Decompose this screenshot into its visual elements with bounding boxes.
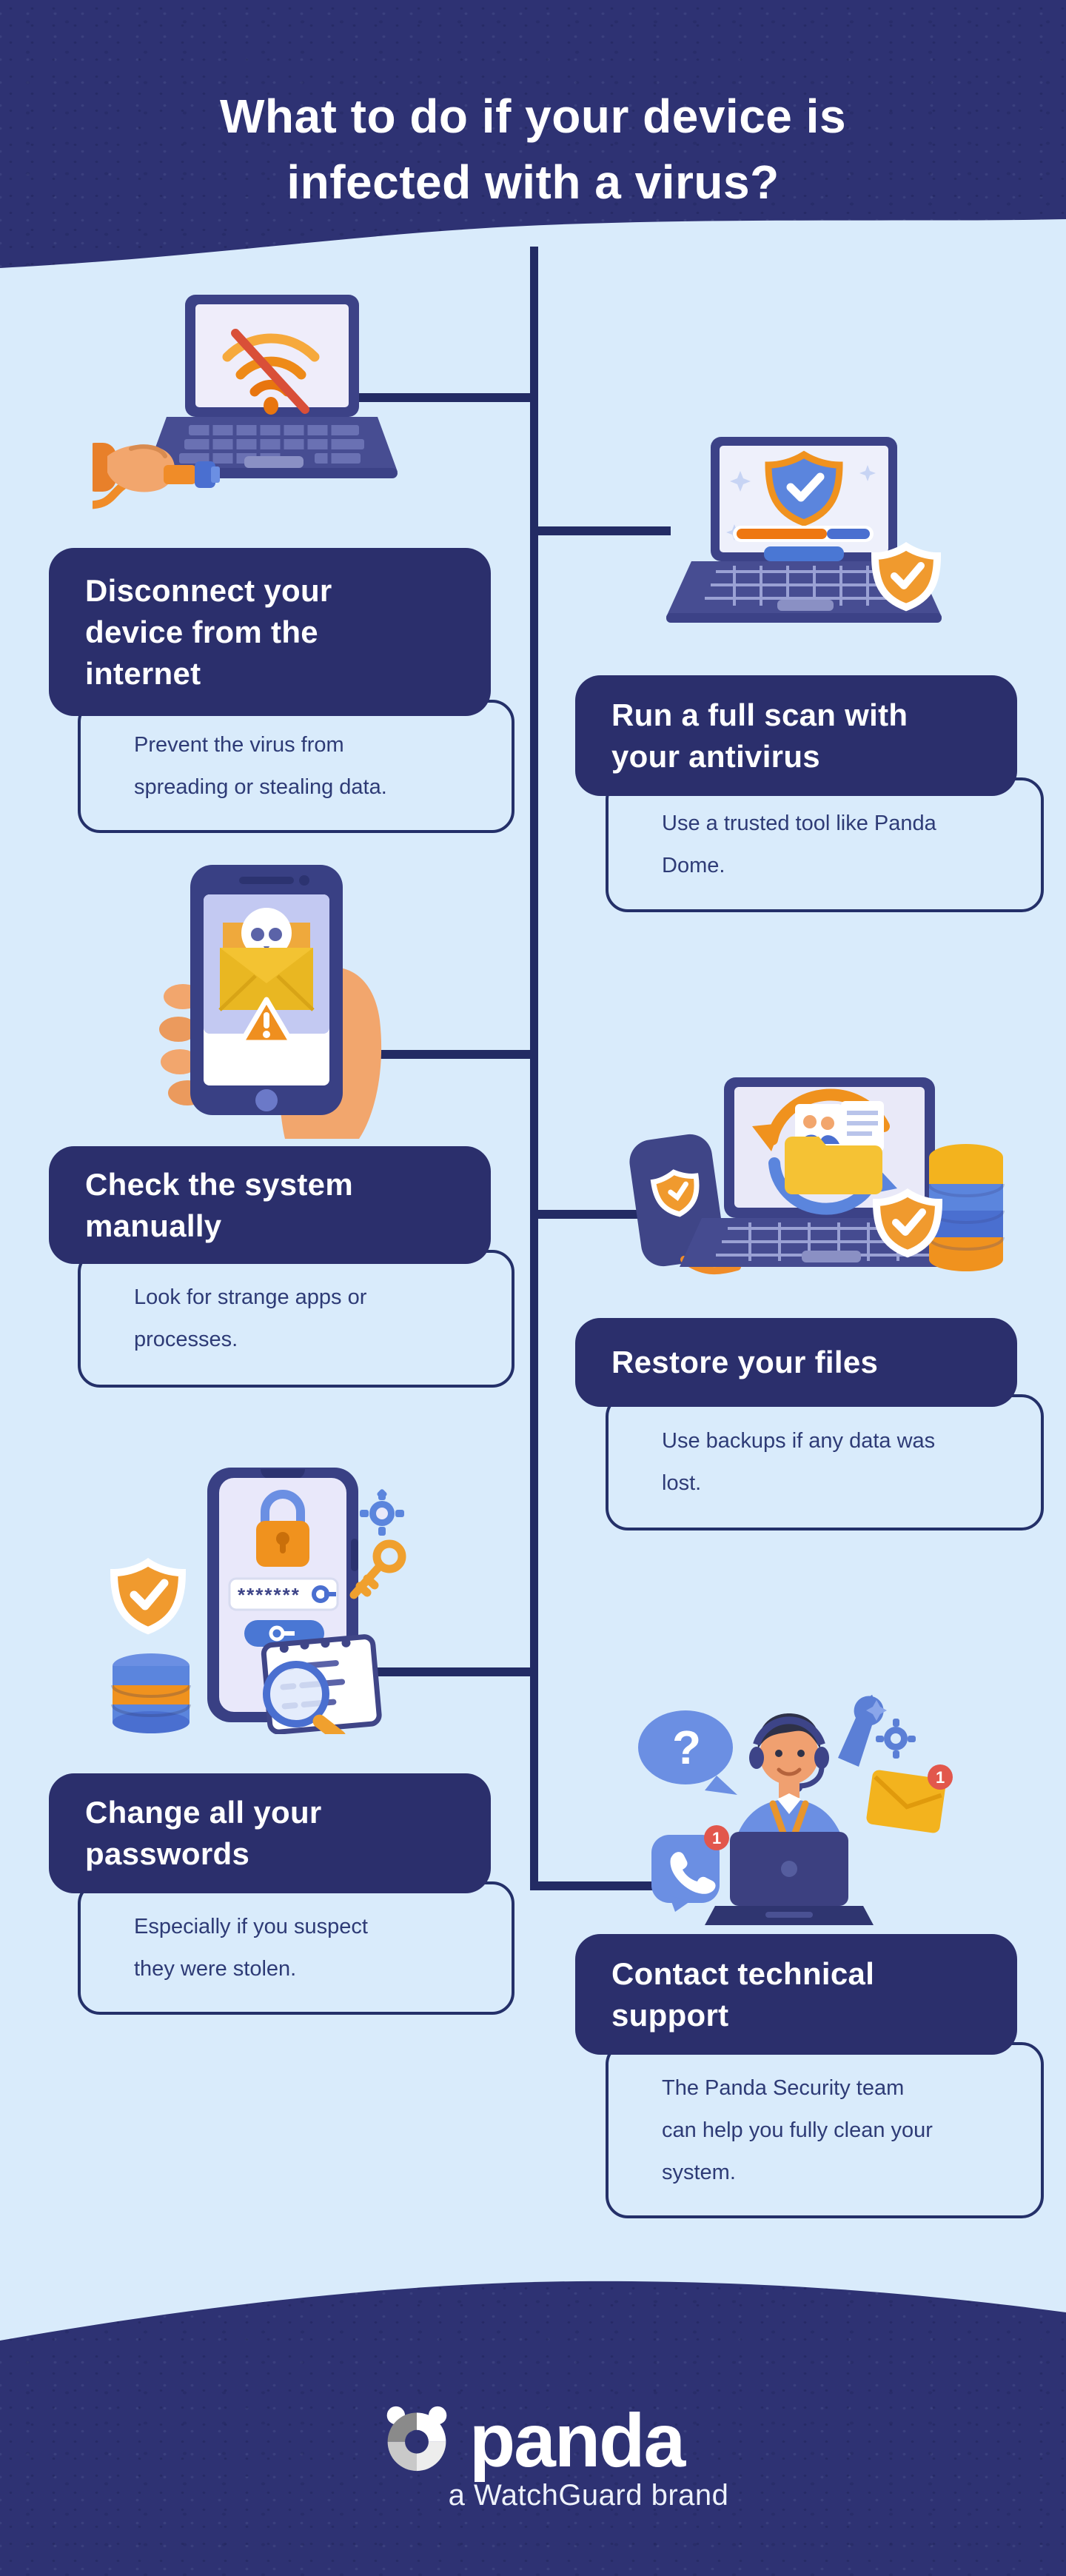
password-field: ******* [228,1577,339,1611]
step4-note-box: Use backups if any data was lost. [606,1394,1044,1530]
flow-connector-step2 [530,526,671,535]
phone-malware-illustration [159,865,382,1139]
flow-spine-line [530,247,538,1890]
laptop-icon [705,1832,874,1925]
antivirus-scan-illustration [666,437,942,623]
phone-chat-icon: 1 [651,1825,729,1912]
step5-body: Especially if you suspect they were stol… [134,1915,368,1981]
panda-logo-icon [386,2406,447,2472]
step2-note-box: Use a trusted tool like Panda Dome. [606,777,1044,912]
step3-heading: Check the system manually [85,1166,353,1243]
flow-connector-step6 [530,1881,689,1890]
shield-check-icon [765,450,843,526]
flow-connector-step4 [530,1210,637,1219]
change-passwords-illustration: ******* [110,1468,406,1734]
svg-text:1: 1 [936,1768,945,1787]
checklist-magnifier-icon [261,1634,382,1734]
step5-heading: Change all your passwords [85,1795,322,1871]
question-bubble-icon: ? [638,1710,737,1795]
email-alert-icon: 1 [866,1764,953,1833]
step6-note-box: The Panda Security team can help you ful… [606,2042,1044,2218]
brand-wordmark: panda [469,2398,685,2483]
scan-button [764,546,844,561]
key-icon [349,1539,406,1599]
support-agent-illustration: ? 1 1 [638,1694,953,1925]
padlock-icon [256,1490,309,1567]
shield-badge-icon [871,542,942,612]
shield-check-icon [110,1557,187,1635]
step2-body: Use a trusted tool like Panda Dome. [662,812,936,877]
warning-triangle-icon [238,997,295,1046]
no-wifi-icon [222,329,320,415]
step5-heading-card: Change all your passwords [49,1773,491,1893]
step6-heading: Contact technical support [611,1956,875,2033]
brand-tagline: a WatchGuard brand [448,2479,729,2512]
wrench-gear-icon [838,1694,916,1767]
coins-stack-icon [111,1653,191,1733]
svg-text:1: 1 [712,1829,721,1847]
svg-text:?: ? [672,1721,701,1774]
step4-heading-card: Restore your files [575,1318,1017,1407]
step1-note-box: Prevent the virus from spreading or stea… [78,700,514,833]
step1-heading: Disconnect your device from the internet [85,572,332,691]
footer-banner [0,2280,1066,2576]
step3-body: Look for strange apps or processes. [134,1285,367,1351]
shield-check-icon [872,1188,943,1258]
step6-heading-card: Contact technical support [575,1934,1017,2055]
step1-body: Prevent the virus from spreading or stea… [134,733,387,799]
header-banner [0,0,1066,275]
restore-files-illustration [629,1077,1005,1275]
step1-heading-card: Disconnect your device from the internet [49,548,491,716]
hand-unplugging-cable-icon [93,443,220,509]
step2-heading-card: Run a full scan with your antivirus [575,675,1017,796]
laptop-no-wifi-illustration [93,295,398,509]
scan-progress-bar [733,526,874,542]
panda-logo: panda [0,2398,1066,2483]
skull-email-icon [218,908,315,1011]
step4-body: Use backups if any data was lost. [662,1429,936,1495]
step2-heading: Run a full scan with your antivirus [611,697,908,774]
gear-icon [360,1489,404,1536]
step4-heading: Restore your files [611,1345,879,1379]
step3-heading-card: Check the system manually [49,1146,491,1264]
step3-note-box: Look for strange apps or processes. [78,1250,514,1388]
photos-folder-icon [785,1101,884,1194]
svg-text:*******: ******* [238,1584,301,1606]
step6-body: The Panda Security team can help you ful… [662,2075,933,2184]
page-title: What to do if your device is infected wi… [219,89,847,209]
step5-note-box: Especially if you suspect they were stol… [78,1881,514,2015]
database-stack-icon [928,1144,1005,1271]
